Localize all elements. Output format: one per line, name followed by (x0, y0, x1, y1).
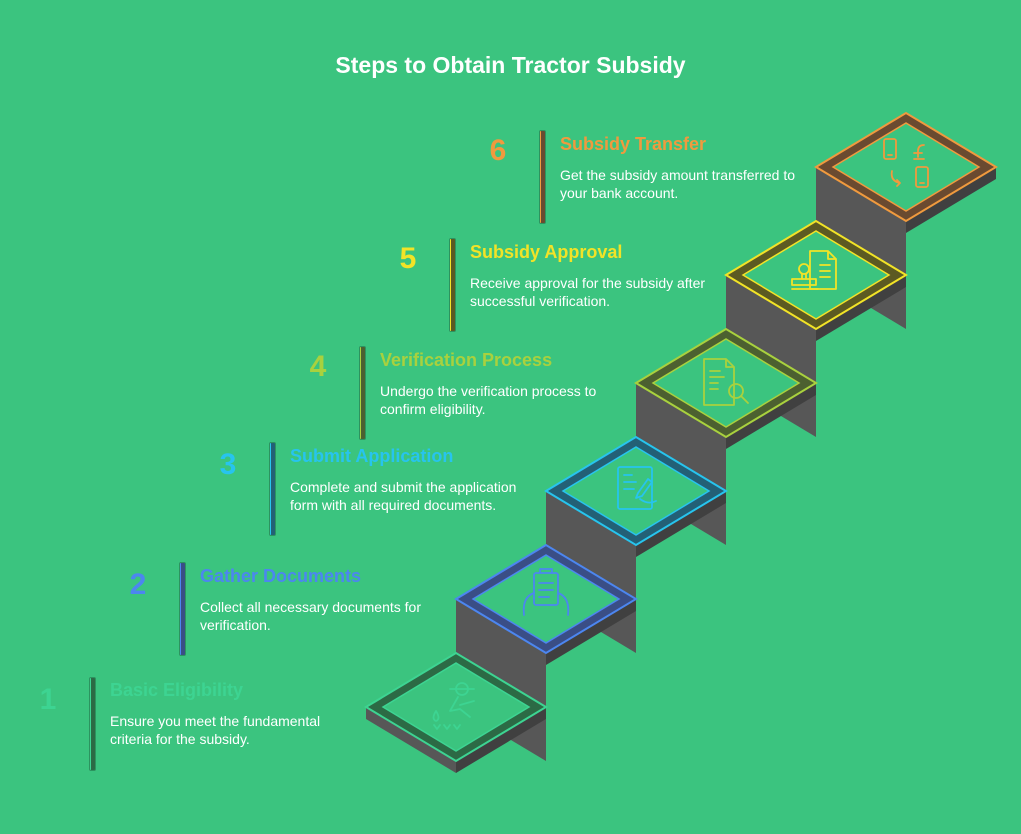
riser-side-3 (636, 491, 726, 557)
approval-stamp-icon (791, 250, 837, 290)
tread-inner-5 (741, 230, 891, 320)
diagram-title: Steps to Obtain Tractor Subsidy (335, 52, 686, 78)
step-number-6: 6 (489, 134, 507, 167)
step-accent-bar-4 (360, 347, 365, 439)
step-title-4: Verification Process (380, 350, 553, 370)
stair-step-2 (454, 543, 638, 655)
step-accent-bar-3 (270, 443, 275, 535)
step-number-4: 4 (309, 350, 327, 383)
farmer-icon (432, 682, 475, 730)
tread-inner-3 (561, 446, 711, 536)
step-title-1: Basic Eligibility (110, 680, 244, 700)
riser-side-5 (816, 275, 906, 341)
riser-side-4 (726, 383, 816, 449)
tread-inner-6 (831, 122, 981, 212)
step-description-4: Undergo the verification process to conf… (380, 383, 597, 417)
money-transfer-icon (883, 138, 929, 188)
stair-step-5 (724, 219, 908, 331)
stair-step-1 (364, 651, 548, 763)
step-description-2: Collect all necessary documents for veri… (200, 599, 421, 633)
stair-step-3 (544, 435, 728, 547)
step-accent-bar-2 (180, 563, 185, 655)
riser-side-2 (546, 599, 636, 665)
riser-front-1 (366, 707, 456, 773)
step-title-6: Subsidy Transfer (560, 134, 707, 154)
step-number-1: 1 (39, 683, 57, 716)
step-number-2: 2 (129, 568, 147, 601)
step-number-5: 5 (399, 242, 417, 275)
step-description-6: Get the subsidy amount transferred to yo… (560, 167, 796, 201)
riser-side-1 (456, 707, 546, 773)
step-title-2: Gather Documents (200, 566, 362, 586)
step-number-3: 3 (219, 448, 237, 481)
riser-side-6 (906, 167, 996, 233)
step-description-1: Ensure you meet the fundamental criteria… (110, 713, 321, 747)
stair-step-4 (634, 327, 818, 439)
application-form-icon (617, 466, 657, 510)
document-search-icon (703, 358, 749, 406)
tread-inner-1 (381, 662, 531, 752)
tread-inner-2 (471, 554, 621, 644)
tread-inner-4 (651, 338, 801, 428)
documents-icon (522, 568, 570, 616)
step-accent-bar-5 (450, 239, 455, 331)
stair-step-6 (814, 111, 998, 223)
step-description-5: Receive approval for the subsidy after s… (470, 275, 706, 309)
step-title-5: Subsidy Approval (470, 242, 623, 262)
step-title-3: Submit Application (290, 446, 454, 466)
step-accent-bar-1 (90, 678, 95, 770)
step-accent-bar-6 (540, 131, 545, 223)
step-description-3: Complete and submit the application form… (290, 479, 517, 513)
